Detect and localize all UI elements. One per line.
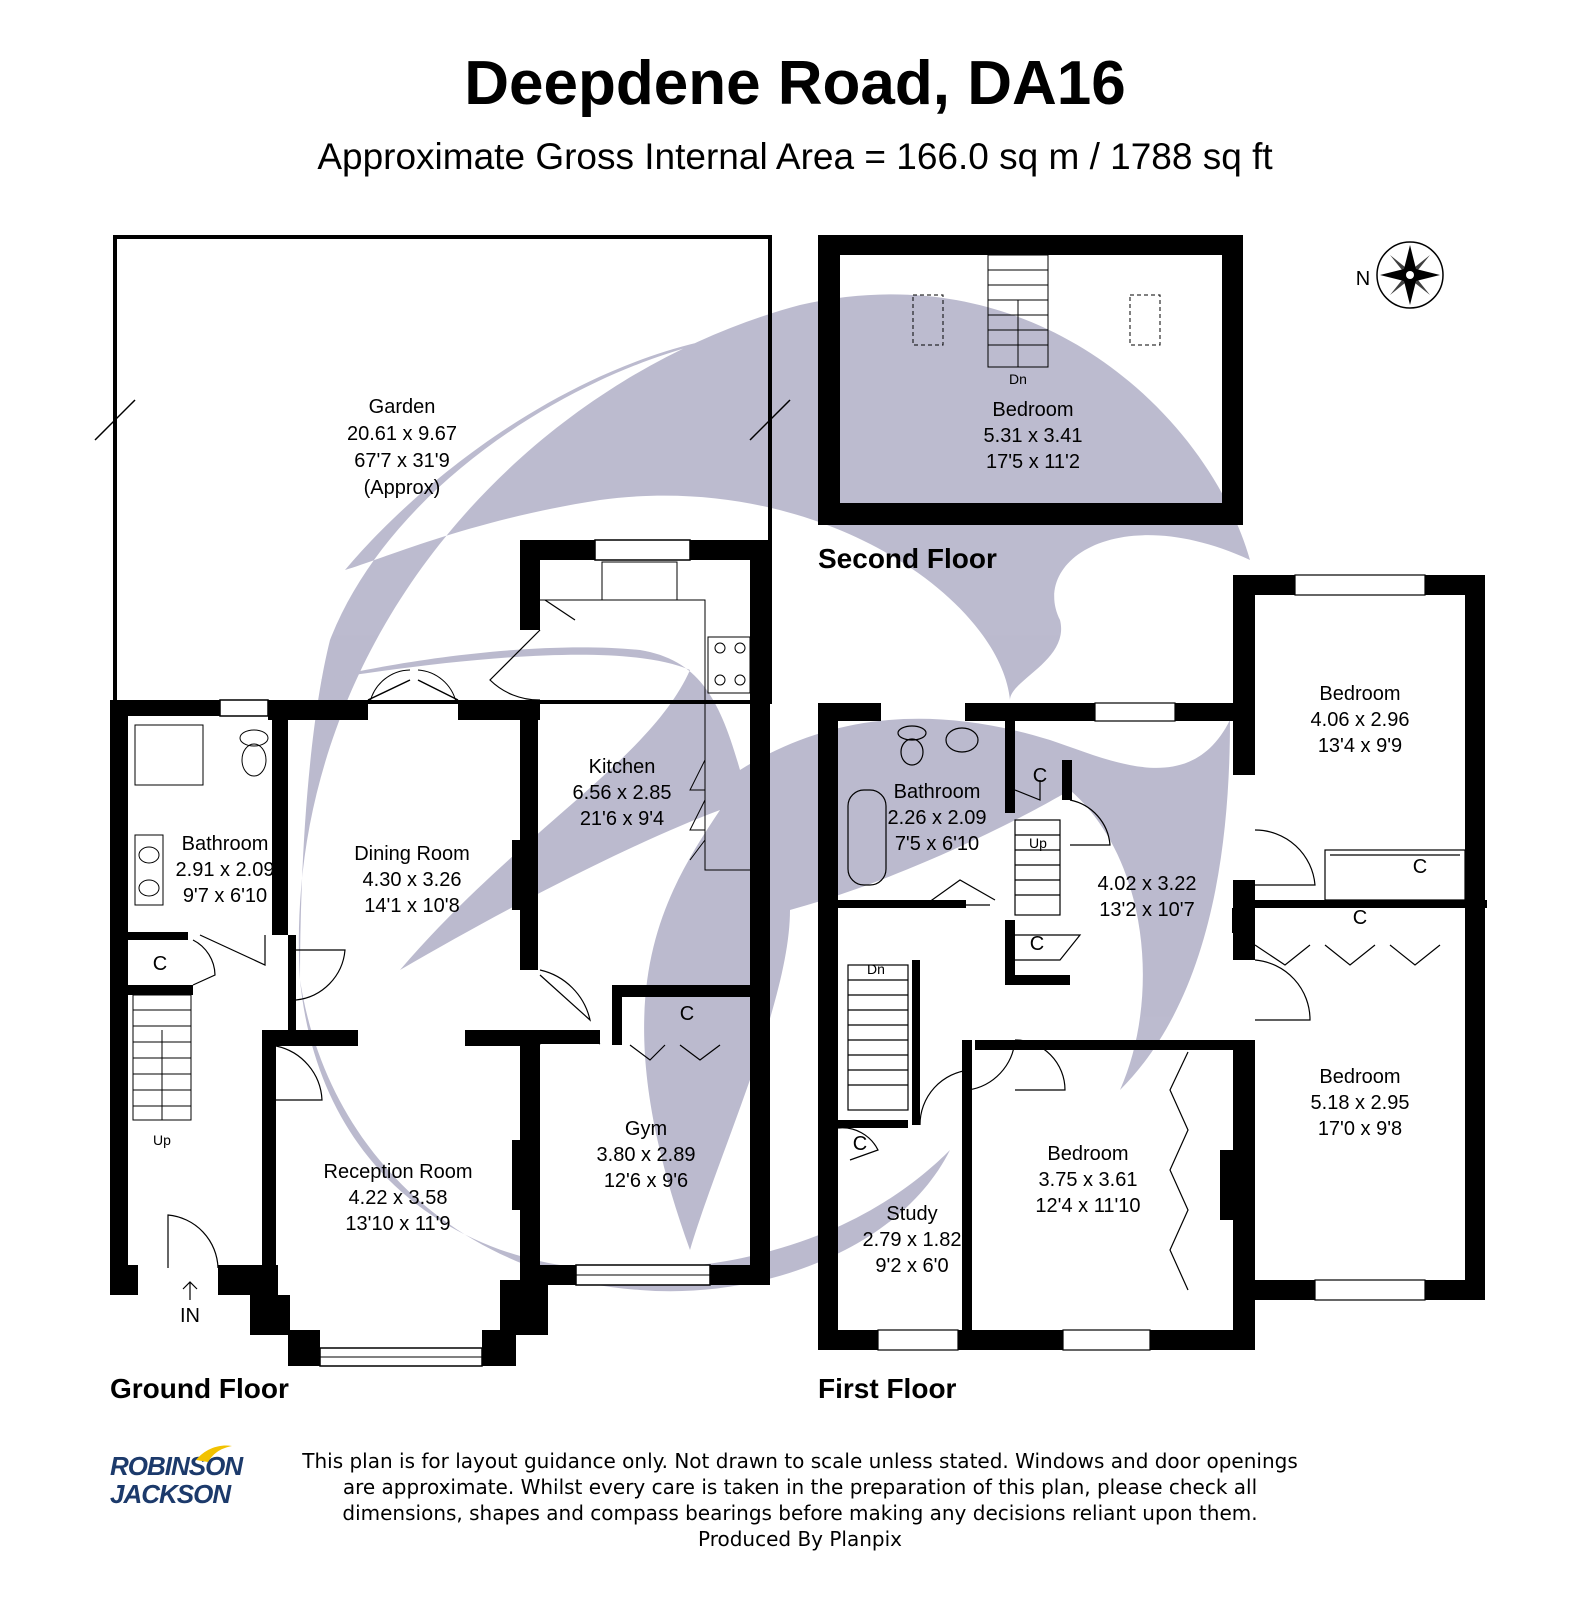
room-dimension-text: 9'7 x 6'10 <box>183 885 267 907</box>
room-dimension-text: 7'5 x 6'10 <box>895 833 979 855</box>
entrance-label: IN <box>180 1305 200 1327</box>
room-dimension-text: 17'0 x 9'8 <box>1318 1118 1402 1140</box>
stairs-up-label: Up <box>1029 835 1047 851</box>
room-dimension-text: 67'7 x 31'9 <box>354 450 450 472</box>
ground-room-labels: Garden 20.61 x 9.67 67'7 x 31'9 (Approx)… <box>110 396 695 1404</box>
room-dimension-text: 4.06 x 2.96 <box>1311 709 1410 731</box>
second-floor: Dn Bedroom 5.31 x 3.41 17'5 x 11'2 Secon… <box>818 235 1243 574</box>
sf-bedroom-label: Bedroom <box>992 399 1073 421</box>
first-floor-label: First Floor <box>818 1373 957 1404</box>
first-floor: Bathroom 2.26 x 2.09 7'5 x 6'10 4.02 x 3… <box>818 574 1487 1404</box>
room-dimension-text: 6.56 x 2.85 <box>573 782 672 804</box>
room-dimension-text: 2.91 x 2.09 <box>176 859 275 881</box>
cupboard-label: C <box>1353 907 1367 929</box>
cupboard-label: C <box>153 953 167 975</box>
study-label: Study <box>886 1203 937 1225</box>
room-dimension-text: 2.26 x 2.09 <box>888 807 987 829</box>
room-dimension-text: 17'5 x 11'2 <box>986 451 1080 473</box>
gf-bathroom-label: Bathroom <box>182 833 269 855</box>
room-dimension-text: 9'2 x 6'0 <box>875 1255 948 1277</box>
room-dimension-text: 3.80 x 2.89 <box>597 1144 696 1166</box>
room-dimension-text: 13'10 x 11'9 <box>345 1213 450 1235</box>
landing-label: 4.02 x 3.22 <box>1098 873 1197 895</box>
room-dimension-text: 14'1 x 10'8 <box>364 895 460 917</box>
page-title: Deepdene Road, DA16 <box>464 49 1126 118</box>
room-dimension-text: (Approx) <box>364 477 441 499</box>
room-dimension-text: 4.30 x 3.26 <box>363 869 462 891</box>
bedroom-ne-label: Bedroom <box>1319 683 1400 705</box>
ground-floor <box>94 235 791 1367</box>
ff-bathroom-label: Bathroom <box>894 781 981 803</box>
room-dimension-text: 12'6 x 9'6 <box>604 1170 688 1192</box>
stairs-down-label: Dn <box>1009 371 1027 387</box>
reception-room-label: Reception Room <box>324 1161 473 1183</box>
ground-stairs <box>132 994 192 1121</box>
second-floor-label: Second Floor <box>818 543 997 574</box>
cupboard-label: C <box>1033 765 1047 787</box>
stairs-down-label: Dn <box>867 961 885 977</box>
ground-floor-label: Ground Floor <box>110 1373 289 1404</box>
room-dimension-text: 5.31 x 3.41 <box>984 425 1083 447</box>
room-dimension-text: 21'6 x 9'4 <box>580 808 664 830</box>
bedroom-s-label: Bedroom <box>1047 1143 1128 1165</box>
room-dimension-text: 12'4 x 11'10 <box>1035 1195 1140 1217</box>
stairs-up-label: Up <box>153 1132 171 1148</box>
room-dimension-text: 20.61 x 9.67 <box>347 423 457 445</box>
cupboard-label: C <box>1030 933 1044 955</box>
room-dimension-text: 13'4 x 9'9 <box>1318 735 1402 757</box>
entrance-arrow <box>182 1281 198 1300</box>
cupboard-label: C <box>1413 856 1427 878</box>
cupboard-label: C <box>853 1133 867 1155</box>
area-subtitle: Approximate Gross Internal Area = 166.0 … <box>317 136 1273 177</box>
compass-icon <box>1376 241 1444 309</box>
ground-walls <box>110 540 770 1366</box>
room-dimension-text: 4.22 x 3.58 <box>349 1187 448 1209</box>
north-label: N <box>1356 268 1370 290</box>
watermark-logo <box>298 294 1250 1292</box>
cupboard-label: C <box>680 1003 694 1025</box>
room-dimension-text: 2.79 x 1.82 <box>863 1229 962 1251</box>
room-dimension-text: 5.18 x 2.95 <box>1311 1092 1410 1114</box>
garden-outline <box>113 235 772 704</box>
swoosh-icon <box>196 1445 232 1462</box>
bedroom-se-label: Bedroom <box>1319 1066 1400 1088</box>
gym-label: Gym <box>625 1118 667 1140</box>
garden-label: Garden <box>369 396 436 418</box>
dining-room-label: Dining Room <box>354 843 470 865</box>
room-dimension-text: 3.75 x 3.61 <box>1039 1169 1138 1191</box>
agent-logo: ROBINSON JACKSON <box>110 1445 250 1532</box>
disclaimer: This plan is for layout guidance only. N… <box>302 1449 1298 1551</box>
room-dimension-text: 13'2 x 10'7 <box>1099 899 1195 921</box>
kitchen-label: Kitchen <box>589 756 656 778</box>
